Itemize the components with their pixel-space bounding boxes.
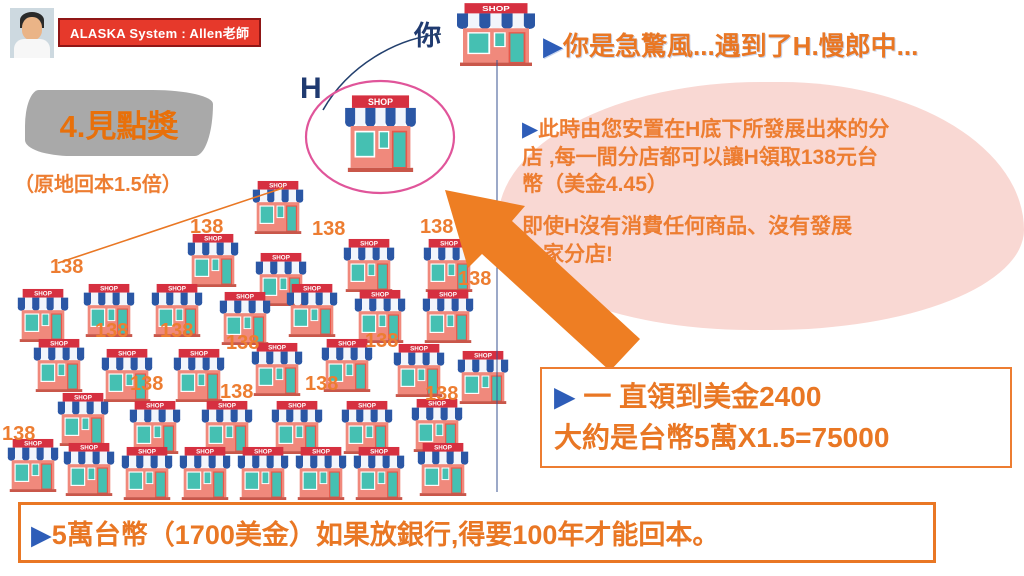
bonus-138-label: 138 [458,268,492,290]
instructor-avatar [10,8,54,58]
explanation-p1-text: 此時由您安置在H底下所發展出來的分 店 ,每一間分店都可以讓H領取138元台 幣… [522,118,890,197]
member-shop-icon [290,446,352,500]
top-callout-text: 你是急驚風...遇到了H.慢郎中... [563,31,919,61]
member-shop-icon [12,288,74,342]
member-shop-icon [412,442,474,496]
award-subtitle: （原地回本1.5倍） [14,174,182,196]
you-label: 你 [414,21,441,51]
you-shop-icon [448,2,544,66]
award-title: 4.見點獎 [59,108,179,144]
member-shop-icon [417,289,479,343]
amount-line-1-text: 一 直領到美金2400 [575,381,822,412]
triangle-bullet-icon: ▶ [543,31,563,61]
instructor-badge: ALASKA System : Allen老師 [58,18,262,47]
amount-line-2: 大約是台幣5萬X1.5=75000 [554,421,890,453]
bonus-138-label: 138 [220,381,254,403]
triangle-bullet-icon: ▶ [31,520,52,550]
bonus-138-label: 138 [50,256,84,278]
member-shop-icon [182,233,244,287]
bonus-138-label: 138 [425,383,459,405]
triangle-bullet-icon: ▶ [554,381,576,412]
bonus-138-label: 138 [312,218,346,240]
avatar-torso [14,39,50,58]
h-label: H [300,72,322,105]
amount-summary-box: ▶ 一 直領到美金2400 大約是台幣5萬X1.5=75000 [540,367,1012,469]
amount-line-1: ▶ 一 直領到美金2400 [554,377,998,418]
member-shop-icon [174,446,236,500]
member-shop-icon [232,446,294,500]
h-shop-icon [337,94,424,172]
member-shop-icon [247,180,309,234]
bonus-138-label: 138 [95,320,129,342]
member-shop-icon [348,446,410,500]
explanation-paragraph-1: ▶此時由您安置在H底下所發展出來的分 店 ,每一間分店都可以讓H領取138元台 … [522,116,1002,199]
avatar-face [22,17,42,40]
triangle-bullet-icon: ▶ [522,118,539,141]
explanation-paragraph-2: 即使H沒有消費任何商品、沒有發展 一家分店! [522,215,853,266]
bonus-138-label: 138 [305,373,339,395]
bonus-138-label: 138 [2,423,36,445]
member-shop-icon [338,238,400,292]
explanation-blob: ▶此時由您安置在H底下所發展出來的分 店 ,每一間分店都可以讓H領取138元台 … [498,82,1024,330]
member-shop-icon [116,446,178,500]
member-shop-icon [452,350,514,404]
top-callout: ▶你是急驚風...遇到了H.慢郎中... [543,26,918,63]
member-shop-icon [58,442,120,496]
bonus-138-label: 138 [365,330,399,352]
explanation-text: ▶此時由您安置在H底下所發展出來的分 店 ,每一間分店都可以讓H領取138元台 … [522,116,1002,283]
bonus-138-label: 138 [420,216,454,238]
bonus-138-label: 138 [226,332,260,354]
bonus-138-label: 138 [160,320,194,342]
award-ribbon: 4.見點獎 [25,90,213,156]
bank-comparison-text: 5萬台幣（1700美金）如果放銀行,得要100年才能回本。 [51,520,720,550]
member-shop-icon [28,338,90,392]
member-shop-icon [2,438,64,492]
bonus-138-label: 138 [130,373,164,395]
bonus-138-label: 138 [190,216,224,238]
bank-comparison-box: ▶5萬台幣（1700美金）如果放銀行,得要100年才能回本。 [18,502,936,563]
member-shop-icon [281,283,343,337]
